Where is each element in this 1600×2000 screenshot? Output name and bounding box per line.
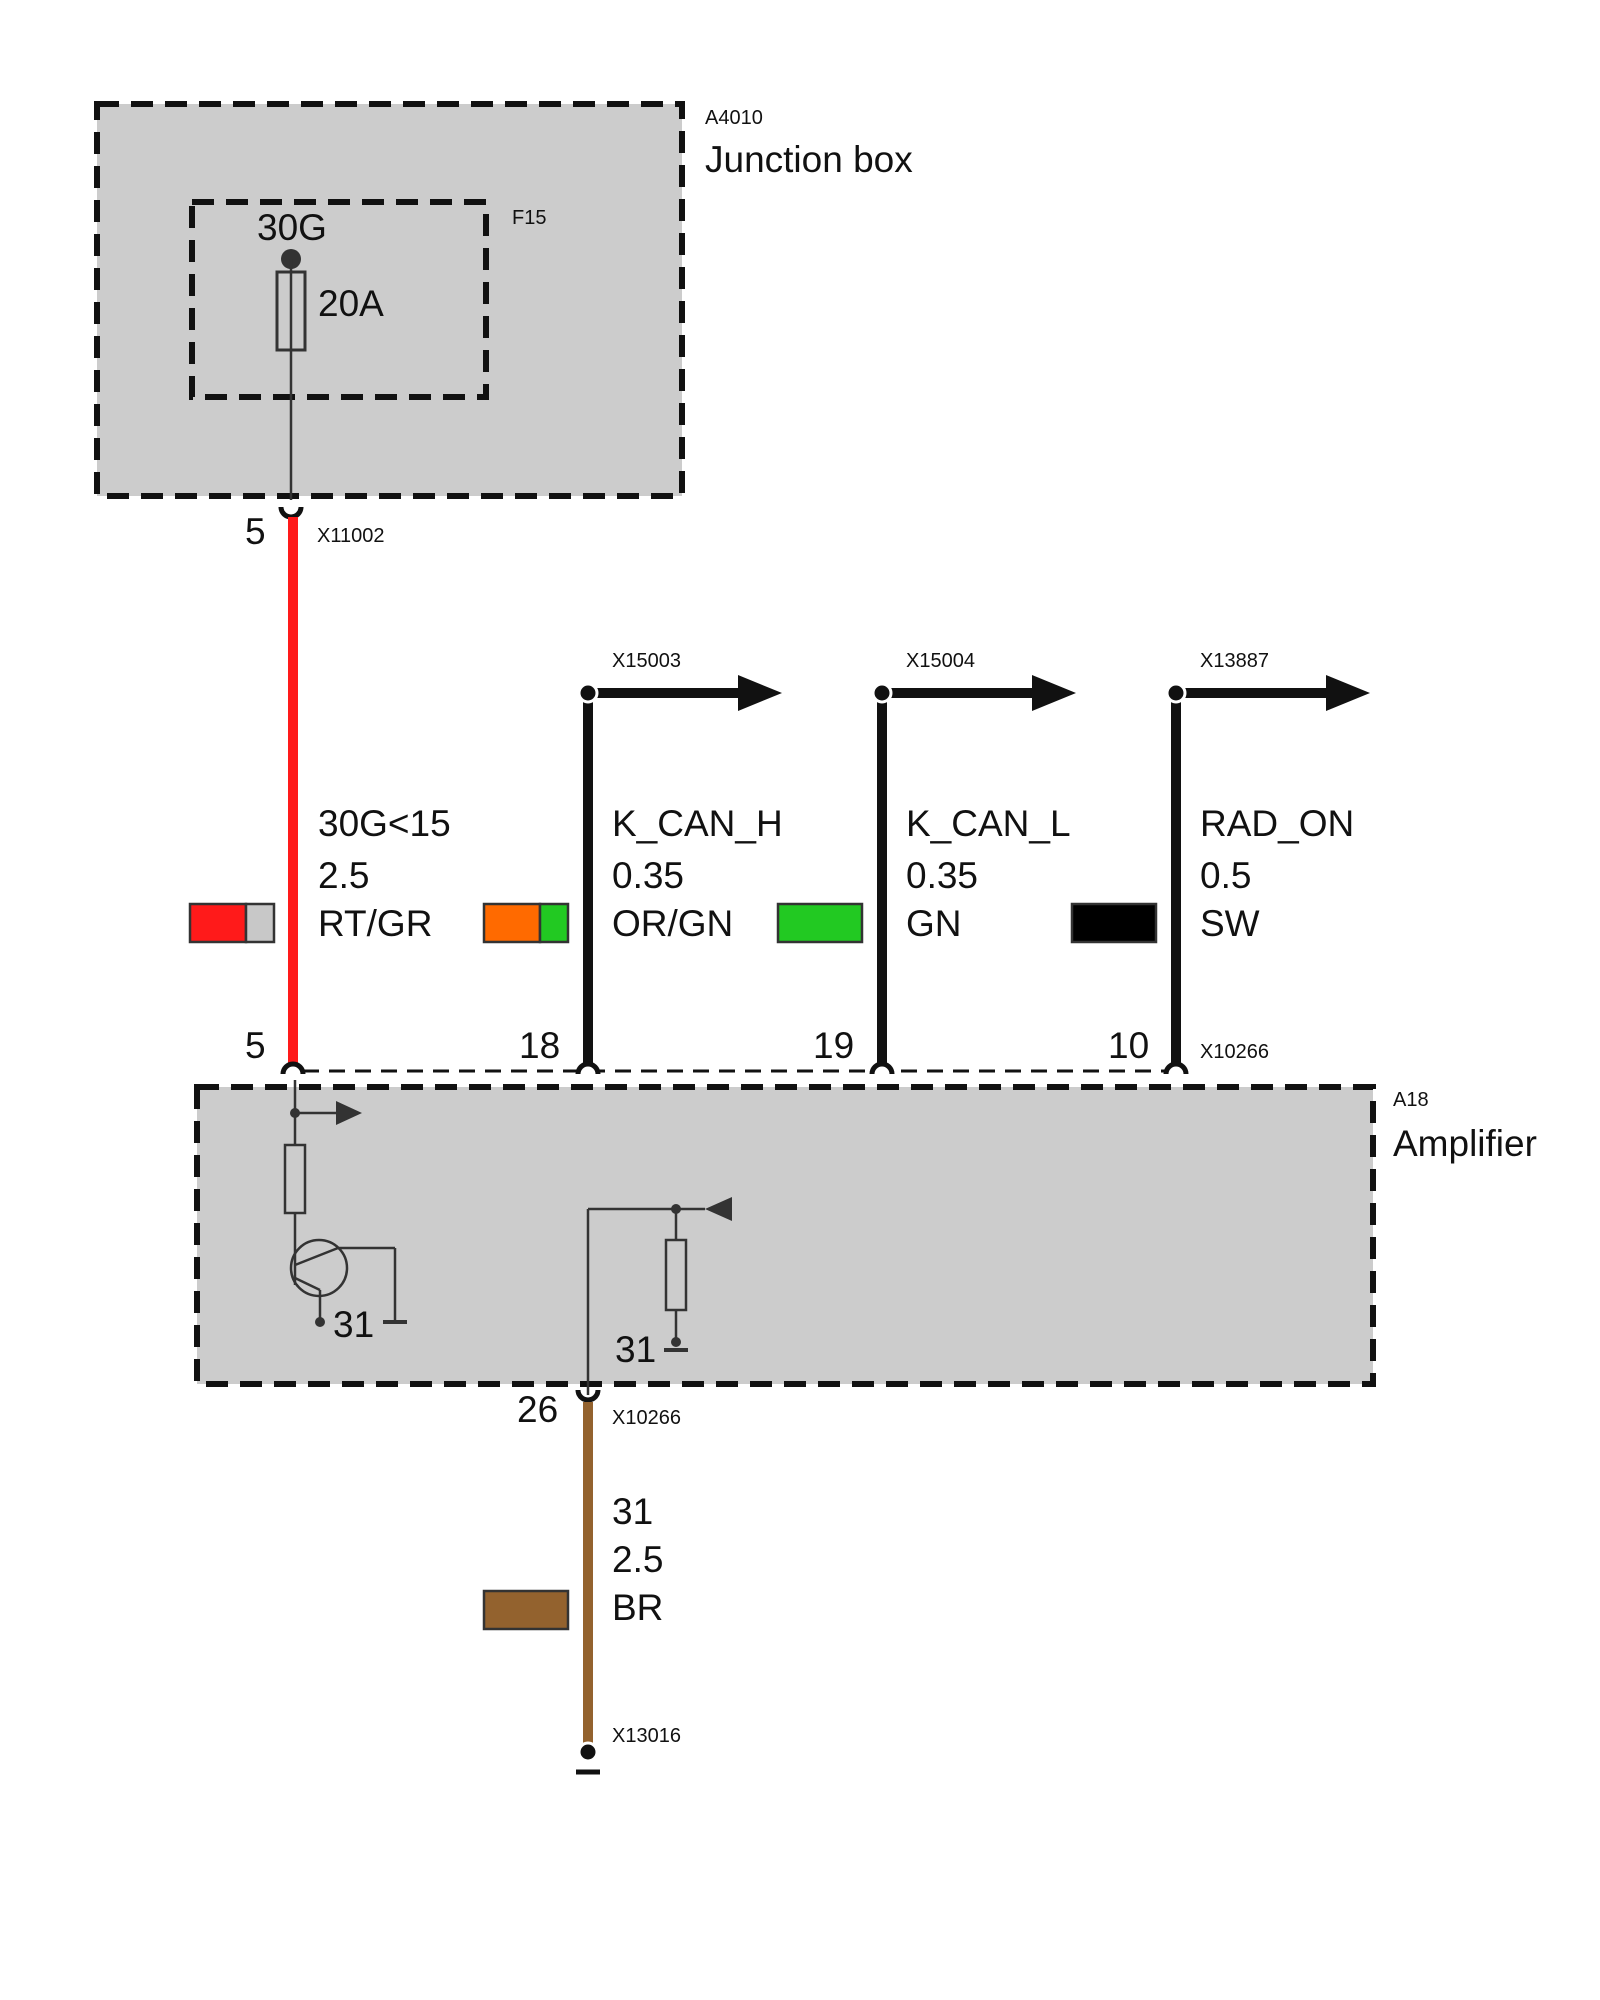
wire-kcanh-node [577, 682, 599, 704]
wire-kcanl-gauge: 0.35 [906, 855, 978, 896]
internal-input-arrow-icon [705, 1197, 732, 1221]
wire-30g-swatch-stripe [244, 902, 276, 944]
pin-5-label: 5 [245, 1025, 266, 1066]
bottom-connector-id: X10266 [612, 1407, 681, 1429]
wire-30g-signal: 30G<15 [318, 803, 451, 844]
fuse-terminal-label: 30G [257, 207, 327, 248]
connector-x11002-pin: 5 [245, 511, 266, 552]
junction-box-name: Junction box [705, 139, 913, 180]
ground-point-id: X13016 [612, 1725, 681, 1747]
wire-30g-gauge: 2.5 [318, 855, 369, 896]
pin-19-socket [869, 1061, 895, 1075]
wire-kcanl-color-code: GN [906, 903, 962, 944]
pin-18-socket [575, 1061, 601, 1075]
amplifier-name: Amplifier [1393, 1123, 1537, 1164]
ground-label-left: 31 [333, 1304, 374, 1345]
junction-box-id: A4010 [705, 107, 763, 129]
fuse-id: F15 [512, 207, 546, 229]
wire-kcanl-node [871, 682, 893, 704]
pin-5-socket [280, 1061, 306, 1075]
wire-kcanh-gauge: 0.35 [612, 855, 684, 896]
amplifier-connector-id: X10266 [1200, 1041, 1269, 1063]
junction-box-outline [94, 101, 685, 499]
wire-radon-destination: X13887 [1200, 650, 1269, 672]
wire-radon-arrow-icon [1326, 675, 1370, 711]
amplifier-outline [194, 1084, 1376, 1387]
wire-30g-swatch-primary [188, 902, 248, 944]
wire-radon-color-code: SW [1200, 903, 1260, 944]
transistor-switch-circuit [283, 1080, 407, 1327]
fuse-rating: 20A [318, 283, 384, 324]
wire-kcanh-color-code: OR/GN [612, 903, 733, 944]
wire-kcanh-arrow-icon [738, 675, 782, 711]
wire-kcanh-signal: K_CAN_H [612, 803, 783, 844]
wire-kcanl-arrow-icon [1032, 675, 1076, 711]
wire-31-swatch [482, 1589, 570, 1631]
ground-sense-circuit [586, 1197, 732, 1395]
internal-arrow-icon [336, 1101, 362, 1125]
wire-radon-gauge: 0.5 [1200, 855, 1251, 896]
wire-31-gauge: 2.5 [612, 1539, 663, 1580]
wire-31-color-code: BR [612, 1587, 663, 1628]
wire-radon-swatch [1070, 902, 1158, 944]
wire-kcanh-swatch-primary [482, 902, 542, 944]
pin-19-label: 19 [813, 1025, 854, 1066]
wire-radon-node [1165, 682, 1187, 704]
pin-26-socket [575, 1389, 601, 1403]
pin-26-label: 26 [517, 1389, 558, 1430]
wire-radon-signal: RAD_ON [1200, 803, 1354, 844]
connector-x11002-symbol [278, 506, 304, 520]
fuse-housing-outline [189, 199, 489, 400]
pin-10-socket [1163, 1061, 1189, 1075]
ground-label-right: 31 [615, 1329, 656, 1370]
connector-x11002-id: X11002 [317, 525, 384, 547]
amplifier-id: A18 [1393, 1089, 1429, 1111]
wire-31-signal: 31 [612, 1491, 653, 1532]
wire-kcanh-swatch-stripe [538, 902, 570, 944]
wire-kcanh-destination: X15003 [612, 650, 681, 672]
wire-kcanl-swatch [776, 902, 864, 944]
ground-point-node [577, 1741, 599, 1763]
pin-10-label: 10 [1108, 1025, 1149, 1066]
wire-kcanl-signal: K_CAN_L [906, 803, 1071, 844]
wire-30g-color-code: RT/GR [318, 903, 432, 944]
wire-kcanl-destination: X15004 [906, 650, 975, 672]
pin-18-label: 18 [519, 1025, 560, 1066]
